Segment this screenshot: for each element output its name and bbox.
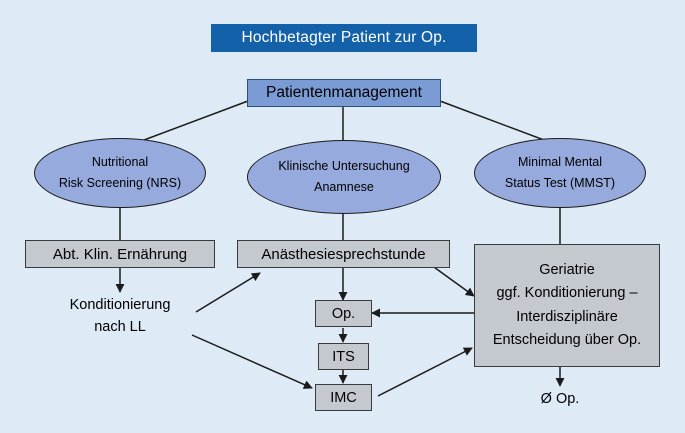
geriatrie-label-line1: Geriatrie [539, 261, 595, 278]
anaesthesie-label: Anästhesiesprechstunde [261, 245, 426, 263]
title-banner-label: Hochbetagter Patient zur Op. [241, 29, 447, 46]
node-title-banner: Hochbetagter Patient zur Op. [211, 24, 477, 52]
edge-konditionierung-imc [191, 334, 313, 389]
node-abt-klin-ernaehrung: Abt. Klin. Ernährung [25, 240, 215, 268]
konditionierung-label-line2: nach LL [94, 319, 146, 335]
node-op: Op. [315, 300, 372, 327]
konditionierung-label-line1: Konditionierung [69, 297, 171, 314]
klinische-label-line1: Klinische Untersuchung [278, 159, 410, 174]
nrs-label-line2: Risk Screening (NRS) [58, 176, 182, 190]
node-anaesthesiesprechstunde: Anästhesiesprechstunde [237, 240, 450, 268]
op-label: Op. [331, 305, 356, 322]
nrs-label-line1: Nutritional [91, 155, 149, 170]
node-klinische-untersuchung: Klinische Untersuchung Anamnese [247, 140, 441, 214]
mmst-label-line2: Status Test (MMST) [504, 176, 616, 190]
node-konditionierung-nach-ll: Konditionierung nach LL [35, 296, 205, 338]
edge-imc-geriatrie [377, 347, 473, 397]
imc-label: IMC [330, 389, 357, 406]
geriatrie-label-line3: Interdisziplinäre [516, 308, 618, 325]
geriatrie-label-line4: Entscheidung über Op. [492, 331, 642, 348]
node-imc: IMC [315, 384, 372, 411]
node-its: ITS [318, 343, 369, 370]
node-kein-op: Ø Op. [515, 388, 605, 412]
node-patientenmanagement: Patientenmanagement [247, 79, 441, 107]
klinische-label-line2: Anamnese [314, 180, 374, 194]
geriatrie-label-line2: ggf. Konditionierung – [496, 285, 638, 302]
mmst-label-line1: Minimal Mental [517, 155, 603, 170]
node-geriatrie: Geriatrie ggf. Konditionierung – Interdi… [474, 244, 660, 367]
kein-op-label: Ø Op. [540, 391, 580, 408]
edge-konditionierung-anaesthesie [195, 272, 261, 313]
ernaehrung-label: Abt. Klin. Ernährung [52, 245, 188, 263]
its-label: ITS [332, 348, 355, 365]
node-minimal-mental-status-test: Minimal Mental Status Test (MMST) [474, 138, 646, 208]
patientenmanagement-label: Patientenmanagement [266, 84, 422, 101]
node-nutritional-risk-screening: Nutritional Risk Screening (NRS) [34, 138, 206, 208]
